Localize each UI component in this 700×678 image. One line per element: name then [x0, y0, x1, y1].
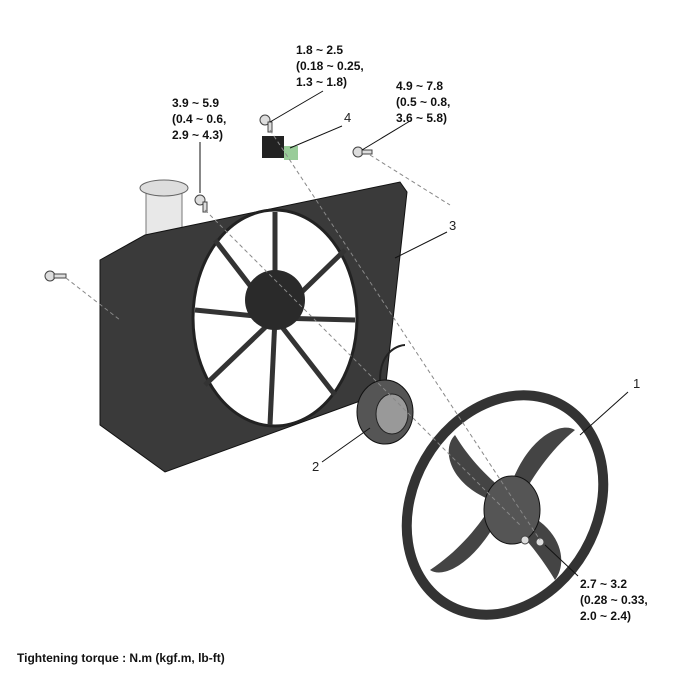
alignment-lines — [65, 129, 541, 541]
part-number-fan: 1 — [633, 376, 641, 391]
torque-kgfm: (0.18 ~ 0.25, — [296, 59, 364, 73]
torque-lbft: 1.3 ~ 1.8) — [296, 75, 348, 89]
torque-spec-resistor-bolt: 1.8 ~ 2.5 (0.18 ~ 0.25, 1.3 ~ 1.8) — [296, 42, 364, 90]
torque-kgfm: (0.4 ~ 0.6, — [172, 112, 227, 126]
torque-lbft: 2.9 ~ 4.3) — [172, 128, 224, 142]
cooling-fan — [401, 390, 609, 620]
torque-spec-shroud-left-bolt: 3.9 ~ 5.9 (0.4 ~ 0.6, 2.9 ~ 4.3) — [172, 95, 226, 143]
torque-nm: 3.9 ~ 5.9 — [172, 96, 220, 110]
part-number-resistor: 4 — [344, 110, 352, 125]
tightening-torque-caption: Tightening torque : N.m (kgf.m, lb-ft) — [17, 651, 225, 665]
leader-lines — [199, 90, 629, 577]
part-number-shroud: 3 — [449, 218, 457, 233]
torque-spec-fan-nut: 2.7 ~ 3.2 (0.28 ~ 0.33, 2.0 ~ 2.4) — [580, 576, 648, 624]
fan-shroud — [99, 181, 408, 473]
torque-kgfm: (0.5 ~ 0.8, — [396, 95, 451, 109]
torque-nm: 1.8 ~ 2.5 — [296, 43, 344, 57]
bolts — [44, 114, 545, 547]
fan-motor — [356, 344, 414, 445]
torque-lbft: 2.0 ~ 2.4) — [580, 609, 632, 623]
torque-spec-shroud-right-bolt: 4.9 ~ 7.8 (0.5 ~ 0.8, 3.6 ~ 5.8) — [396, 78, 450, 126]
torque-kgfm: (0.28 ~ 0.33, — [580, 593, 648, 607]
fan-resistor — [262, 136, 298, 160]
torque-nm: 4.9 ~ 7.8 — [396, 79, 444, 93]
torque-nm: 2.7 ~ 3.2 — [580, 577, 628, 591]
part-number-motor: 2 — [312, 459, 320, 474]
torque-lbft: 3.6 ~ 5.8) — [396, 111, 448, 125]
